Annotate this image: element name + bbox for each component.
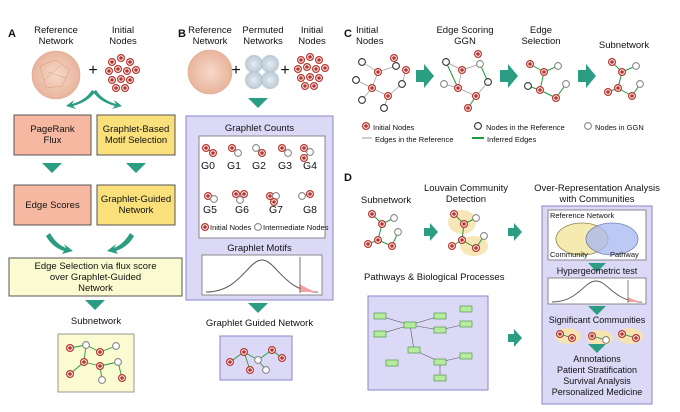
b-plus-sign-2: +	[280, 62, 290, 79]
d-outcome-item: Personalized Medicine	[551, 387, 643, 397]
d-louvain-network	[448, 210, 488, 256]
graphlet-label: G4	[302, 160, 317, 172]
b-graphlet-guided-network-label: Graphlet Guided Network	[205, 318, 314, 329]
graphlet-label: G3	[277, 160, 292, 172]
initial-nodes-cluster-a	[104, 53, 140, 93]
panel-letter-d: D	[344, 172, 352, 184]
c-legend-initial-label: Initial Nodes	[373, 123, 415, 132]
c-arrow-2	[500, 64, 518, 88]
c-arrow-1	[416, 64, 434, 88]
c-arrow-3	[578, 64, 596, 88]
a-plus-sign: +	[88, 62, 98, 79]
reference-network-blob-a	[31, 50, 81, 100]
d-pathways-label: Pathways & Biological Processes	[364, 272, 505, 283]
b-permuted-networks-label: Permuted Networks	[242, 25, 284, 47]
d-pathway-label: Pathway	[610, 250, 639, 259]
graphlet-label: G1	[226, 160, 241, 172]
d-louvain-label: Louvain Community Detection	[424, 183, 508, 205]
reference-network-blob-b	[187, 49, 233, 95]
c-subnetwork	[603, 57, 644, 101]
merge-arrows-a	[46, 233, 134, 254]
a-graphlet-motif-box: Graphlet-Based Motif Selection	[102, 124, 170, 146]
c-legend-reference-node	[474, 122, 482, 130]
c-legend-initial-node	[362, 121, 370, 130]
graphlet-label: G0	[200, 160, 215, 172]
d-outcome-item: Annotations	[573, 354, 621, 364]
c-edge-scoring-label: Edge Scoring GGN	[436, 25, 494, 47]
d-down-chevron-3	[588, 344, 606, 353]
panel-letter-a: A	[8, 28, 16, 40]
d-arrow-1	[424, 223, 438, 241]
d-arrow-3	[508, 329, 522, 347]
c-edge-selection-network	[524, 59, 570, 103]
d-significant-communities-label: Significant Communities	[548, 315, 646, 325]
initial-nodes-cluster-b	[294, 52, 329, 91]
down-chevron-a3	[85, 300, 105, 310]
c-edge-scoring-network	[440, 49, 492, 113]
graphlet-label: G8	[302, 204, 317, 216]
b-graphlet-motifs-title: Graphlet Motifs	[227, 243, 292, 254]
a-initial-nodes-label: Initial Nodes	[109, 25, 137, 47]
b-reference-network-label: Reference Network	[188, 25, 232, 47]
b-plus-sign-1: +	[231, 62, 241, 79]
graphlet-label: G6	[234, 204, 249, 216]
down-chevron-b2	[248, 303, 268, 313]
c-legend-ggn-label: Nodes in GGN	[595, 123, 644, 132]
d-reference-network-label: Reference Network	[550, 211, 615, 220]
b-legend-initial-label: Initial Nodes	[210, 223, 252, 232]
c-legend-inferred-edge-label: Inferred Edges	[487, 135, 537, 144]
graphlet-label: G2	[251, 160, 266, 172]
permuted-networks-blob	[245, 55, 279, 89]
c-legend-reference-label: Nodes in the Reference	[486, 123, 565, 132]
d-down-chevron-2	[588, 306, 606, 315]
a-subnetwork-label: Subnetwork	[70, 316, 122, 327]
c-subnetwork-label: Subnetwork	[598, 40, 650, 51]
d-hypergeometric-label: Hypergeometric test	[556, 266, 638, 276]
panel-letter-c: C	[344, 28, 352, 40]
d-arrow-2	[508, 223, 522, 241]
down-chevron-b1	[248, 98, 268, 108]
d-pathways-diagram	[367, 295, 489, 391]
d-subnetwork	[364, 210, 402, 250]
legend-intermediate-node-b	[254, 223, 262, 231]
a-graphlet-guided-network-box: Graphlet-Guided Network	[100, 194, 172, 216]
d-down-chevron-1	[588, 263, 606, 272]
d-outcome-item: Patient Stratification	[556, 365, 638, 375]
b-legend-intermediate-label: Intermediate Nodes	[263, 223, 329, 232]
c-legend-reference-edge-label: Edges in the Reference	[375, 135, 454, 144]
d-ora-label: Over-Representation Analysis with Commun…	[534, 183, 660, 205]
subnetwork-graph-a	[57, 333, 135, 393]
d-venn-diagram	[547, 209, 647, 261]
panel-letter-b: B	[178, 28, 186, 40]
b-initial-nodes-label: Initial Nodes	[298, 25, 326, 47]
split-arrows-a	[66, 90, 122, 109]
a-reference-network-label: Reference Network	[34, 25, 78, 47]
c-initial-network	[352, 53, 410, 112]
down-chevrons-a	[42, 163, 146, 173]
graphlet-label: G5	[202, 204, 217, 216]
d-community-label: Community	[550, 250, 588, 259]
graphlet-motif-distribution	[201, 254, 323, 296]
d-subnetwork-label: Subnetwork	[360, 195, 412, 206]
graphlet-guided-network-graph	[219, 335, 293, 381]
c-legend-ggn-node	[584, 122, 592, 130]
c-initial-nodes-label: Initial Nodes	[356, 25, 384, 47]
b-graphlet-counts-title: Graphlet Counts	[224, 123, 295, 134]
d-hypergeometric-curve	[547, 277, 647, 305]
c-edge-selection-label: Edge Selection	[521, 25, 561, 47]
d-outcome-item: Survival Analysis	[563, 376, 631, 386]
a-pagerank-box: PageRank Flux	[30, 124, 75, 146]
d-significant-communities	[555, 328, 643, 346]
a-edge-scores-box: Edge Scores	[25, 200, 80, 211]
legend-initial-node-b	[201, 223, 209, 231]
a-edge-selection-box: Edge Selection via flux score over Graph…	[34, 261, 157, 294]
graphlet-label: G7	[268, 204, 283, 216]
